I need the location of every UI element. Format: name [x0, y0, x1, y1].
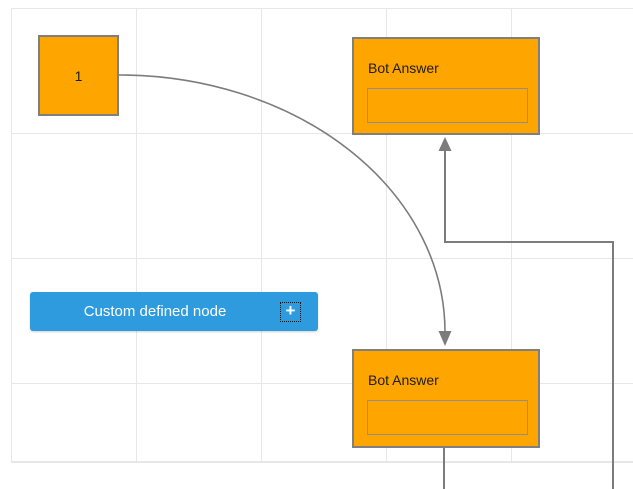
node-start-label: 1	[74, 67, 83, 84]
node-custom-defined[interactable]: Custom defined node +	[30, 292, 318, 331]
node-bot-answer-bottom[interactable]: Bot Answer	[352, 349, 540, 448]
bot-answer-top-input[interactable]	[367, 88, 528, 123]
node-title: Bot Answer	[368, 60, 439, 76]
node-title: Bot Answer	[368, 372, 439, 388]
node-start[interactable]: 1	[38, 35, 119, 116]
plus-icon: +	[285, 301, 296, 320]
bot-answer-bottom-input[interactable]	[367, 400, 528, 435]
node-bot-answer-top[interactable]: Bot Answer	[352, 37, 540, 135]
add-port-button[interactable]: +	[280, 301, 301, 322]
custom-node-label: Custom defined node	[83, 303, 227, 320]
